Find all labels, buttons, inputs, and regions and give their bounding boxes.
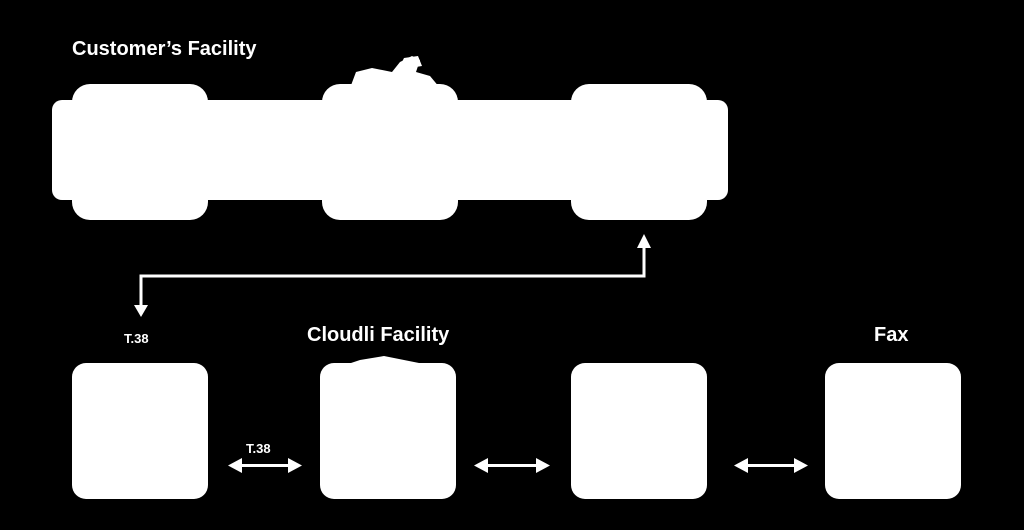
- arrow-down-icon: [134, 305, 148, 317]
- fax-node: [825, 363, 961, 499]
- intermediate-node: [571, 363, 707, 499]
- fax-title: Fax: [874, 324, 909, 346]
- customer-node-2: [322, 84, 458, 220]
- customer-node-3: [571, 84, 707, 220]
- t38-link-label: T.38: [246, 441, 271, 456]
- t38-route-connector: [139, 248, 646, 307]
- fax-bidirectional-arrow: [734, 458, 808, 473]
- t38-bidirectional-arrow: [228, 458, 302, 473]
- customer-facility-title: Customer’s Facility: [72, 38, 257, 60]
- t38-node-label: T.38: [124, 331, 149, 346]
- cloudli-bidirectional-arrow: [474, 458, 550, 473]
- arrow-up-icon: [637, 234, 651, 248]
- cloud-cap-icon: [342, 356, 424, 368]
- cloudli-node: [320, 363, 456, 499]
- t38-gateway-node: [72, 363, 208, 499]
- device-silhouette-icon: [350, 56, 440, 88]
- customer-node-1: [72, 84, 208, 220]
- cloudli-facility-title: Cloudli Facility: [307, 324, 450, 346]
